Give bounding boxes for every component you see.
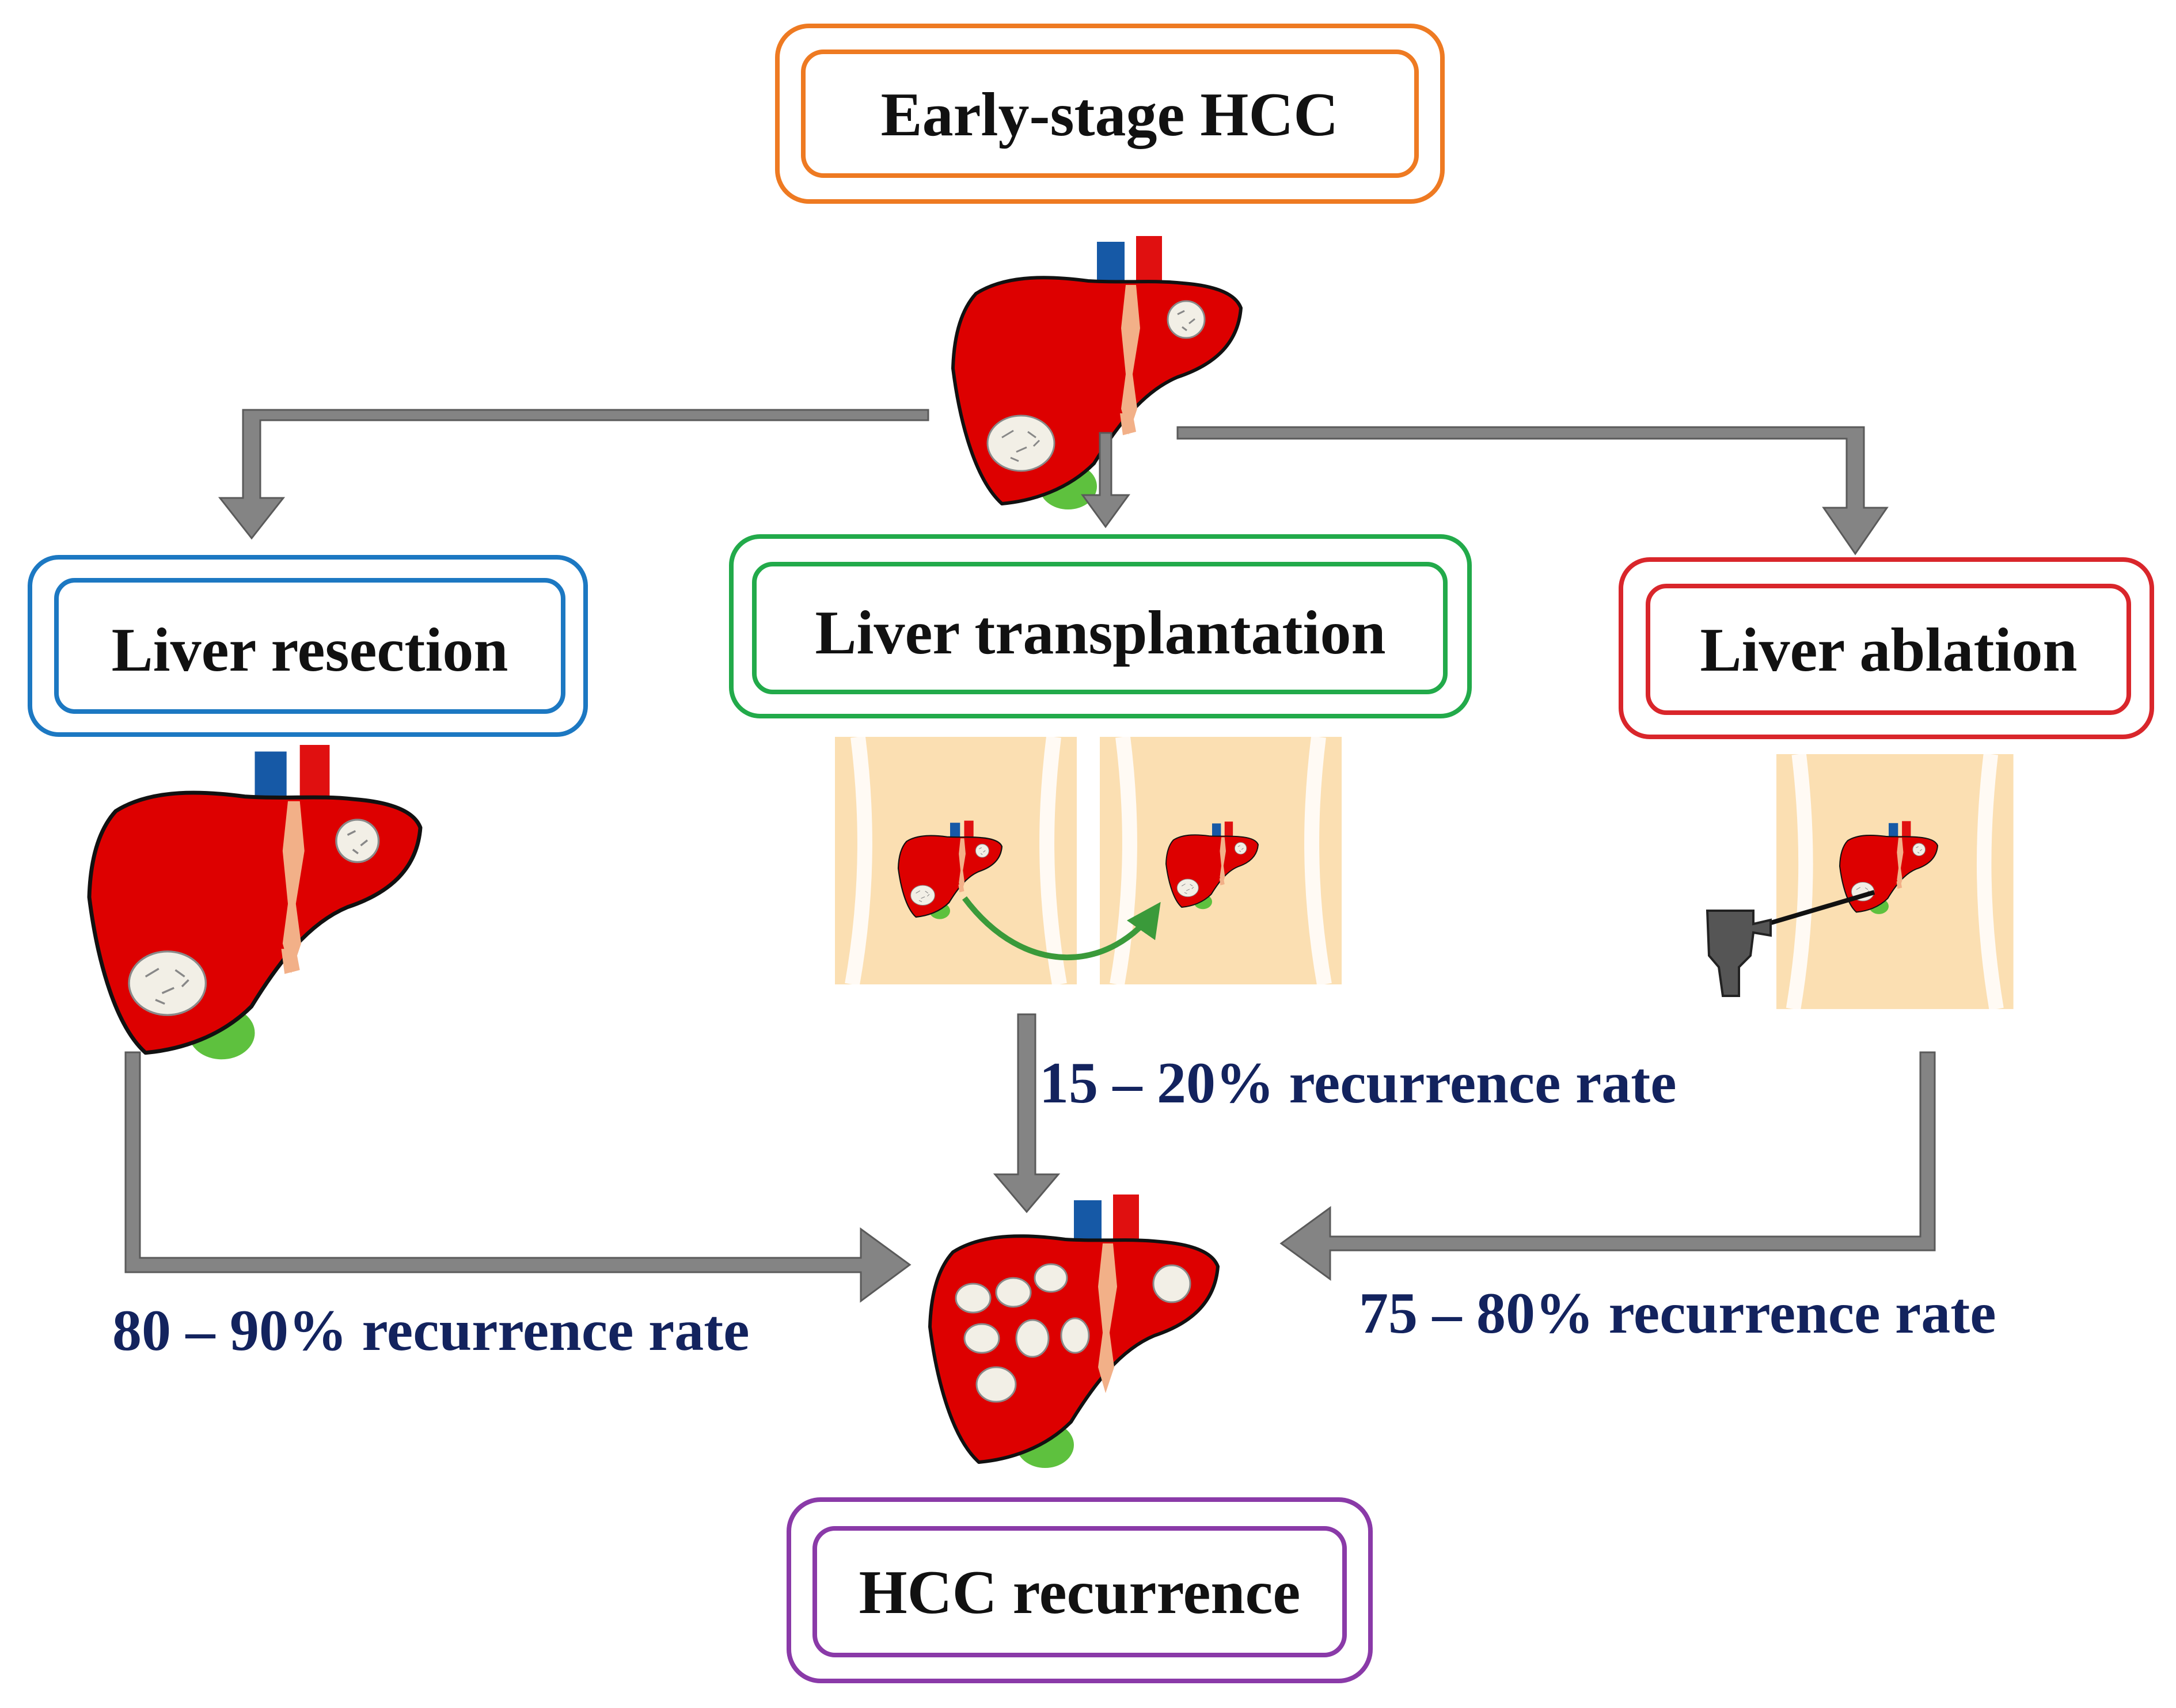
ablation-probe-icon <box>1706 910 1772 997</box>
arrow-ablation-to-recurrence <box>1279 1051 1936 1281</box>
transplantation-recurrence-rate: 15 – 20% recurrence rate <box>1039 1051 1676 1116</box>
liver-transplantation-box: Liver transplantation <box>729 534 1472 718</box>
ablation-recurrence-rate: 75 – 80% recurrence rate <box>1359 1281 1996 1346</box>
arrow-to-transplantation <box>1081 432 1130 528</box>
resection-liver-image <box>89 745 420 1059</box>
flow-arrows <box>124 409 1936 1303</box>
early-stage-hcc-label: Early-stage HCC <box>881 81 1339 149</box>
arrow-to-ablation <box>1176 426 1889 556</box>
liver-resection-label: Liver resection <box>112 616 508 684</box>
transfer-arrow <box>962 896 1161 961</box>
liver-ablation-label: Liver ablation <box>1700 616 2077 684</box>
liver-ablation-box: Liver ablation <box>1619 557 2154 739</box>
hcc-recurrence-label: HCC recurrence <box>859 1558 1301 1627</box>
hcc-recurrence-box: HCC recurrence <box>787 1497 1373 1683</box>
ablation-needle <box>1752 890 1875 930</box>
early-stage-liver-image <box>953 236 1241 509</box>
liver-transplantation-label: Liver transplantation <box>815 599 1385 667</box>
transplantation-illustration <box>835 737 1342 984</box>
ablation-illustration <box>1706 754 2014 1009</box>
resection-recurrence-rate: 80 – 90% recurrence rate <box>112 1298 749 1363</box>
arrow-to-resection <box>218 409 929 540</box>
arrow-transplantation-to-recurrence <box>993 1013 1061 1214</box>
liver-resection-box: Liver resection <box>28 555 588 737</box>
arrow-resection-to-recurrence <box>124 1051 912 1303</box>
early-stage-hcc-box: Early-stage HCC <box>775 24 1445 204</box>
recurrence-liver-image <box>930 1195 1218 1468</box>
